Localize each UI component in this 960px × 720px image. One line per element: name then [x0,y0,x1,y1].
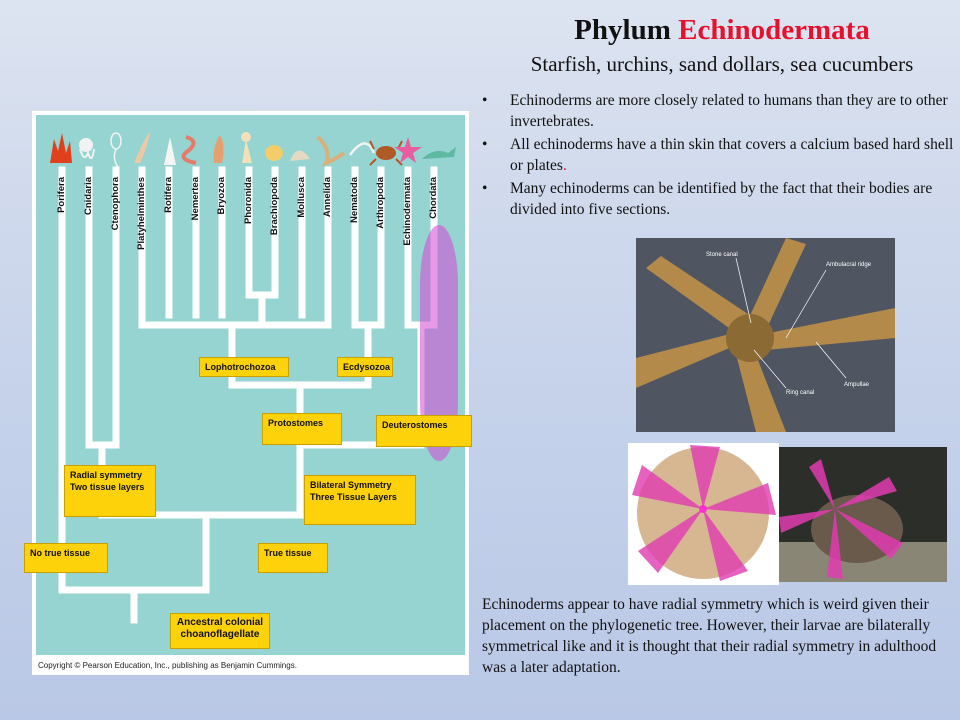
phylum-label: Annelida [322,177,333,218]
nematode-icon [348,142,376,156]
phylum-label: Echinodermata [402,177,413,246]
ancestral-box: Ancestral colonial choanoflagellate [170,613,270,649]
bryozoan-icon [213,135,224,163]
bullet-text: All echinoderms have a thin skin that co… [510,136,954,174]
tree-panel: Porifera Cnidaria Ctenophora Platyhelmin… [24,115,472,655]
ancestral-line2: choanoflagellate [180,629,260,640]
deuterostomes-label: Deuterostomes [382,420,448,430]
photo-label-ring-canal: Ring canal [786,390,814,396]
sand-dollar-photo [628,443,779,585]
slide-subtitle: Starfish, urchins, sand dollars, sea cuc… [530,52,914,76]
phylum-label: Bryozoa [216,177,227,215]
phylum-label: Chordata [428,177,439,219]
phylum-label: Porifera [56,177,67,213]
phylum-label: Mollusca [296,177,307,218]
bullet-item: All echinoderms have a thin skin that co… [482,134,954,176]
photo-label-ampullae: Ampullae [844,382,870,388]
brachiopod-icon [265,145,283,161]
phylum-label: Nematoda [349,177,360,223]
ancestral-line1: Ancestral colonial [176,617,264,628]
slide-title: Phylum Echinodermata [500,14,944,47]
title-accent: Echinodermata [678,14,870,46]
cnidarian-icon [79,138,95,160]
ecdysozoa-box: Ecdysozoa [337,357,393,377]
bullet-item: Many echinoderms can be identified by th… [482,178,954,220]
protostomes-label: Protostomes [268,418,324,428]
flatworm-icon [134,131,150,163]
starfish-anatomy-image: Stone canal Ambulacral ridge Ring canal … [636,238,895,432]
rotifer-icon [164,137,176,165]
deuterostomes-box: Deuterostomes [376,415,472,447]
phylum-label: Ctenophora [110,177,121,231]
bullet-list: Echinoderms are more closely related to … [482,90,954,222]
phoronid-icon [241,132,252,163]
photo-label-ambulacral-ridge: Ambulacral ridge [826,262,872,268]
sea-urchin-photo [779,447,947,582]
phylum-label: Rotifera [163,177,174,213]
annelid-icon [316,135,346,167]
nemertean-icon [181,135,197,165]
no-true-tissue-box: No true tissue [24,543,108,573]
bullet-red-dot: . [562,157,567,174]
true-tissue-box: True tissue [258,543,328,573]
starfish-icon [394,137,422,163]
phylum-label: Phoronida [243,177,254,224]
bilateral-line1: Bilateral Symmetry [310,480,392,490]
bilateral-line2: Three Tissue Layers [310,492,397,502]
starfish-anatomy-photo: Stone canal Ambulacral ridge Ring canal … [636,238,895,432]
bullet-text: Many echinoderms can be identified by th… [510,180,933,218]
bottom-paragraph: Echinoderms appear to have radial symmet… [482,596,937,676]
radial-line1: Radial symmetry [70,470,143,480]
radial-line2: Two tissue layers [70,482,145,492]
lophotrochozoa-box: Lophotrochozoa [199,357,289,377]
sand-dollar-image [628,443,779,585]
tree-branches [58,166,438,624]
phylum-label: Arthropoda [375,177,386,229]
radial-symmetry-box: Radial symmetry Two tissue layers [64,465,156,517]
phylum-label: Brachiopoda [269,177,280,236]
phylum-label: Nemertea [190,177,201,221]
bullet-item: Echinoderms are more closely related to … [482,90,954,132]
crab-icon [369,140,403,166]
photo-label-stone-canal: Stone canal [706,252,738,258]
phylum-label: Platyhelminthes [136,177,147,250]
sea-urchin-image [779,447,947,582]
mollusc-icon [290,150,310,161]
sponge-icon [50,133,72,163]
protostomes-box: Protostomes [262,413,342,445]
title-prefix: Phylum [574,14,679,46]
bullet-text: Echinoderms are more closely related to … [510,92,948,130]
copyright-text: Copyright © Pearson Education, Inc., pub… [38,661,297,670]
bilateral-symmetry-box: Bilateral Symmetry Three Tissue Layers [304,475,416,525]
chordate-icon [422,147,456,159]
organism-icons [50,131,456,168]
phylum-label: Cnidaria [83,177,94,216]
phylogenetic-tree-figure: Porifera Cnidaria Ctenophora Platyhelmin… [24,111,472,675]
ctenophore-icon [110,132,122,168]
